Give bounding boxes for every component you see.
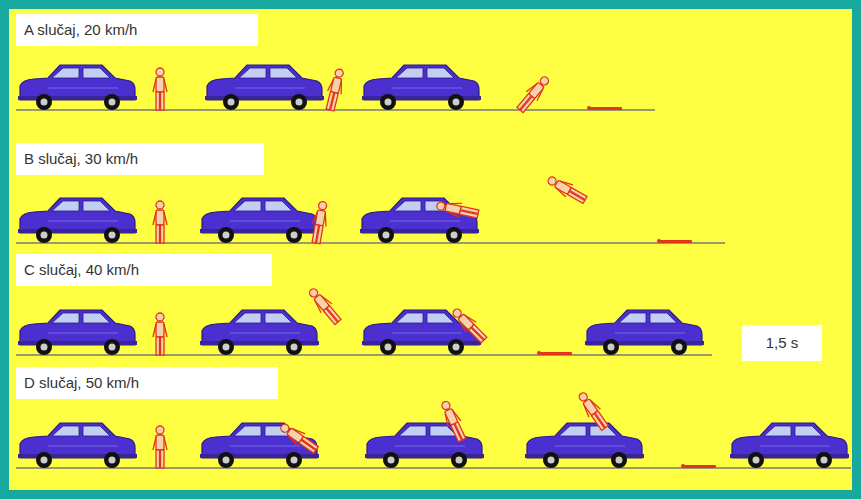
case-label: 1,5 s <box>766 334 799 352</box>
label-box: B slučaj, 30 km/h <box>16 143 264 175</box>
label-box: A slučaj, 20 km/h <box>16 14 258 46</box>
label-box: 1,5 s <box>742 325 822 361</box>
case-label: B slučaj, 30 km/h <box>24 150 138 168</box>
label-box: D slučaj, 50 km/h <box>16 367 278 399</box>
label-box: C slučaj, 40 km/h <box>16 254 272 286</box>
case-label: D slučaj, 50 km/h <box>24 374 139 392</box>
road-line <box>16 110 851 468</box>
background <box>9 9 852 490</box>
case-label: C slučaj, 40 km/h <box>24 261 139 279</box>
case-label: A slučaj, 20 km/h <box>24 21 137 39</box>
